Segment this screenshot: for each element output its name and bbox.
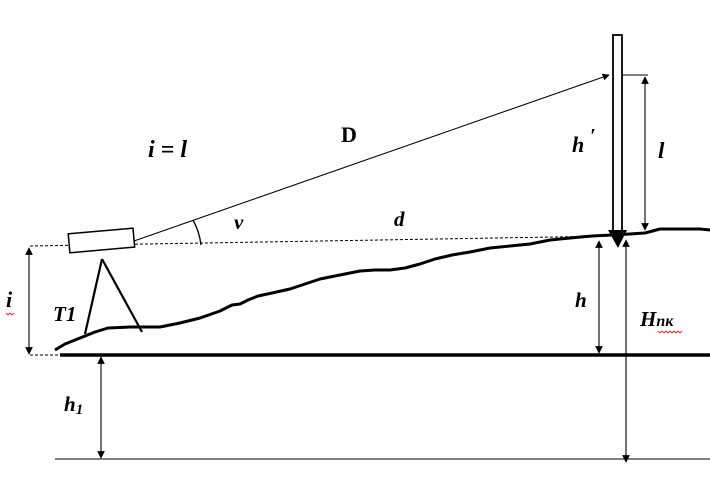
label-picket-elevation: Hпк (639, 307, 674, 331)
spell-underline-i (5, 312, 15, 316)
label-base-height-sub: 1 (76, 402, 84, 418)
label-base-height: h1 (64, 392, 83, 418)
label-instrument-height: i (6, 287, 13, 312)
label-slope-distance: D (341, 122, 357, 147)
rod-tip (608, 230, 627, 248)
leveling-rod (612, 34, 623, 236)
ground-profile (54, 227, 710, 352)
label-elevation-difference: h (575, 288, 587, 312)
label-vertical-angle: v (234, 210, 244, 234)
label-picket-elevation-main: H (639, 307, 657, 331)
instrument-body (67, 227, 136, 254)
label-rod-length: l (658, 138, 665, 163)
label-equation: i = l (148, 137, 187, 163)
label-base-height-main: h (64, 392, 76, 416)
tripod-leg-right (101, 258, 143, 333)
label-horizontal-distance: d (394, 207, 405, 231)
label-picket-elevation-sub: пк (656, 313, 674, 330)
spell-underline-hpk (657, 330, 683, 334)
inclined-sight-line (133, 73, 610, 242)
label-rod-reading-prime: ′ (590, 125, 596, 147)
label-station: T1 (53, 302, 76, 326)
tripod-leg-left (83, 258, 104, 335)
label-rod-reading: h (572, 132, 584, 157)
vertical-angle-arc (192, 219, 202, 246)
